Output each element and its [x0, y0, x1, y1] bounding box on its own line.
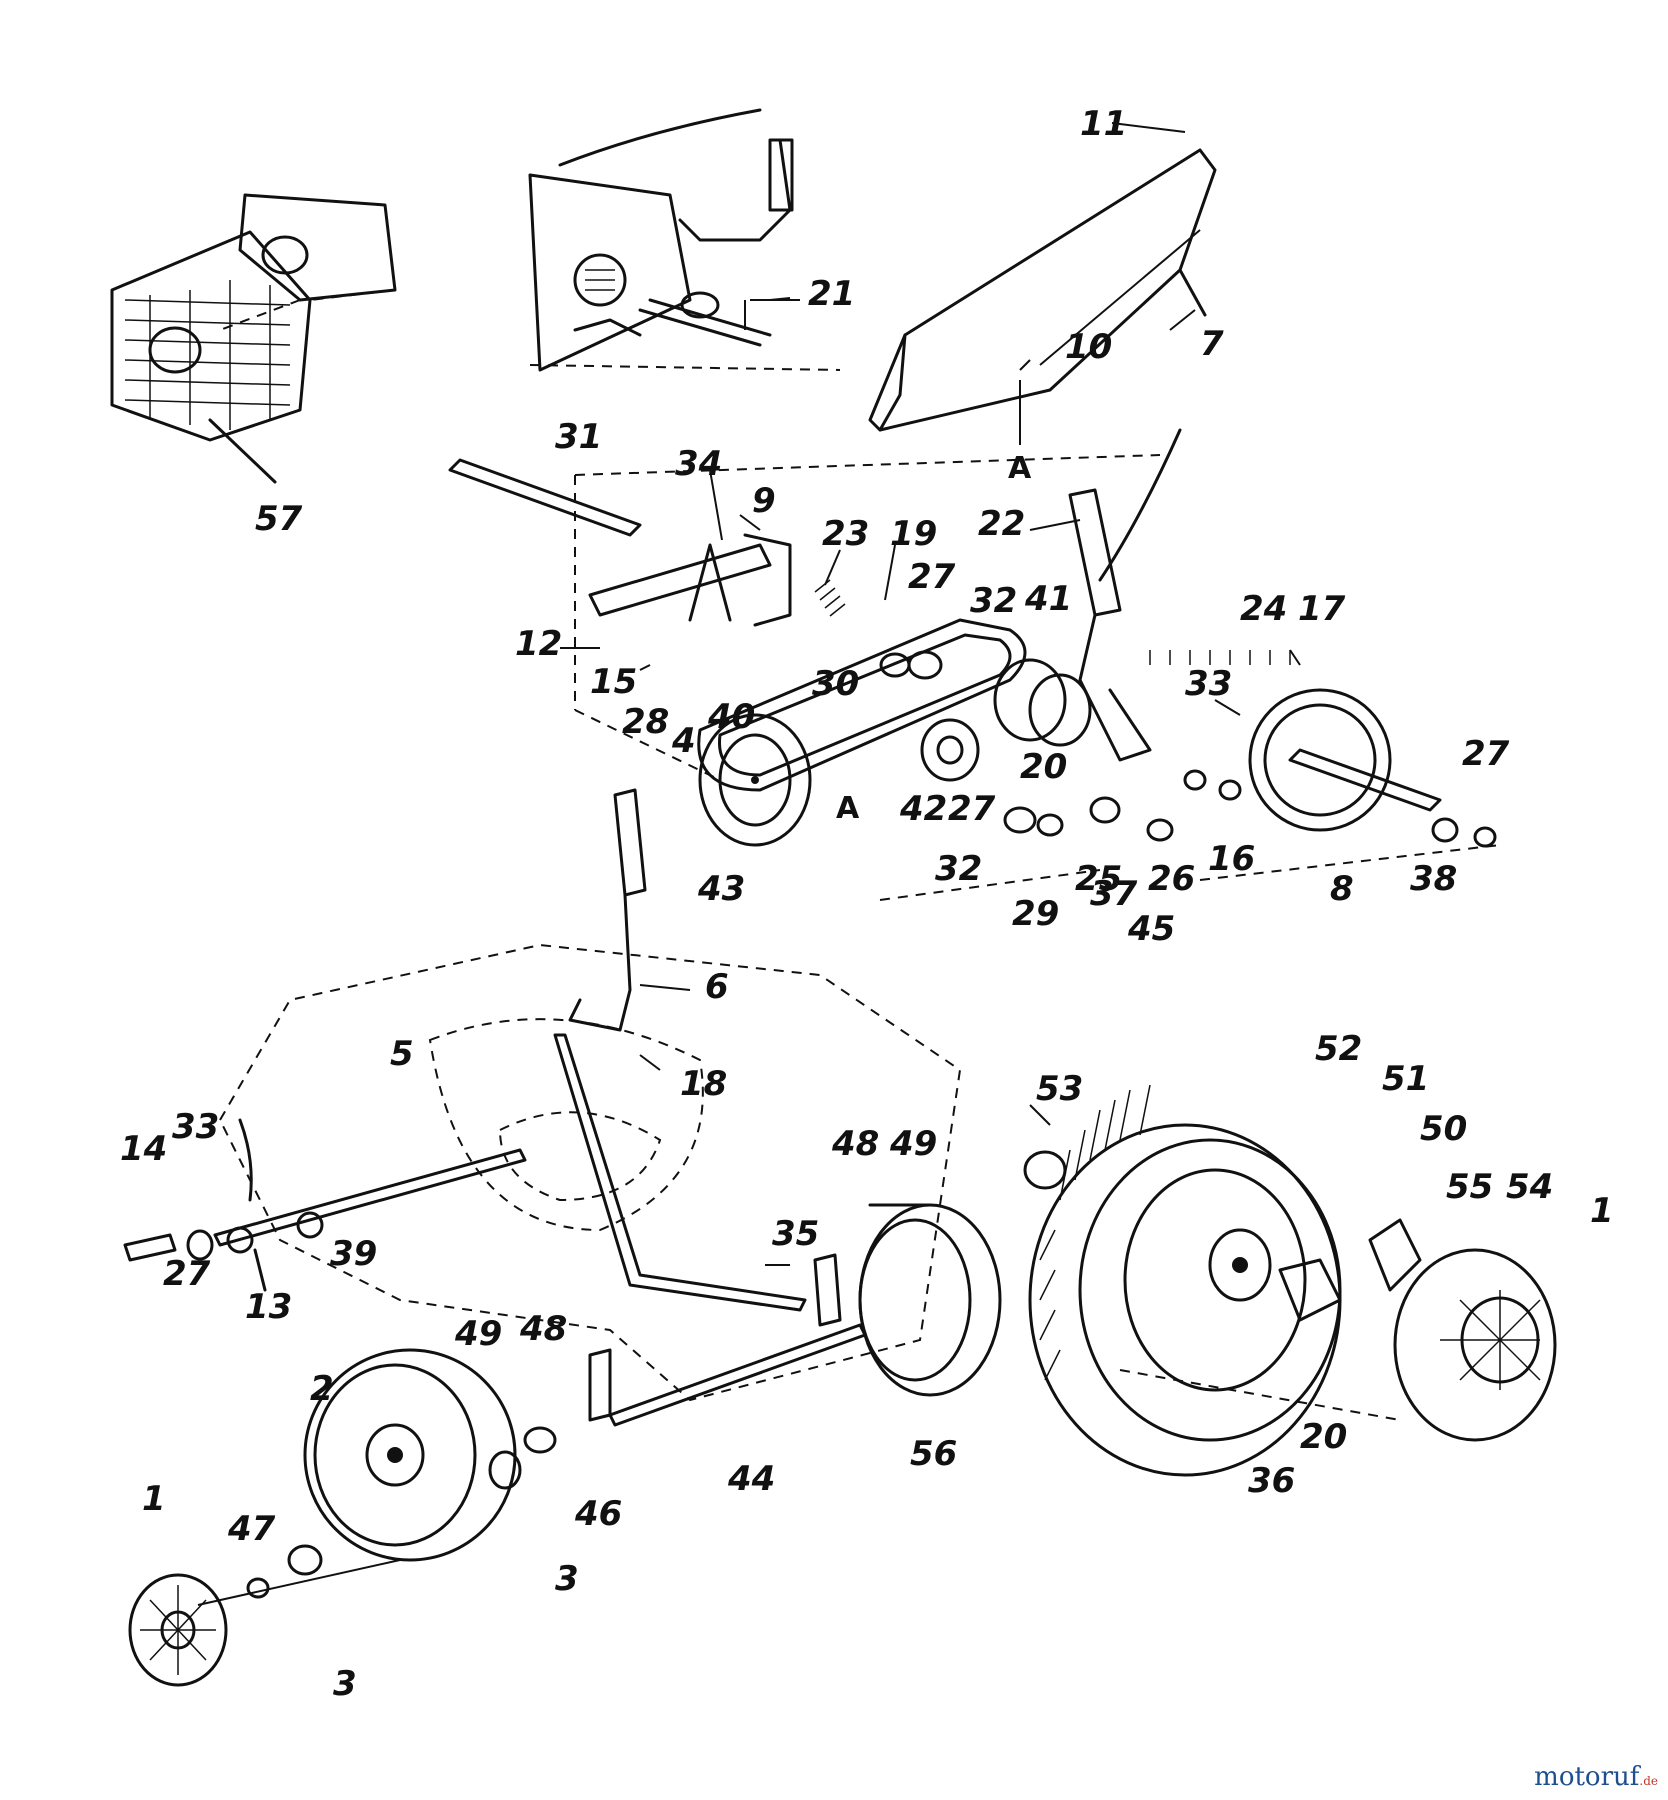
callout-3: 3 — [333, 1664, 357, 1704]
callout-46: 46 — [574, 1494, 622, 1534]
callout-8: 8 — [1330, 869, 1354, 909]
callout-49: 49 — [454, 1314, 502, 1354]
callout-22: 22 — [978, 504, 1025, 544]
front-wheel-drawing — [128, 1348, 557, 1687]
callout-1: 1 — [1590, 1191, 1614, 1231]
callout-50: 50 — [1420, 1109, 1467, 1149]
callout-38: 38 — [1410, 859, 1457, 899]
callout-35: 35 — [772, 1214, 819, 1254]
callout-27: 27 — [1462, 734, 1510, 774]
callout-5: 5 — [390, 1034, 414, 1074]
callout-16: 16 — [1208, 839, 1255, 879]
callout-33: 33 — [1185, 664, 1232, 704]
leader-lines — [560, 122, 1301, 1266]
callout-43: 43 — [697, 869, 745, 909]
callout-55: 55 — [1446, 1167, 1493, 1207]
rear-wheel-drawing — [1023, 1084, 1557, 1477]
callout-44: 44 — [727, 1459, 775, 1499]
callout-40: 40 — [707, 697, 755, 737]
callout-41: 41 — [1024, 579, 1072, 619]
watermark-text: motoruf — [1534, 1762, 1640, 1792]
sprocket-drawing — [1248, 688, 1392, 832]
grass-catcher-drawing — [110, 193, 397, 484]
callout-47: 47 — [227, 1509, 276, 1549]
callout-53: 53 — [1036, 1069, 1083, 1109]
callout-39: 39 — [330, 1234, 377, 1274]
callout-14: 14 — [120, 1129, 167, 1169]
callout-7: 7 — [1200, 324, 1224, 364]
callout-27: 27 — [948, 789, 996, 829]
callout-57: 57 — [255, 499, 303, 539]
callout-27: 27 — [163, 1254, 211, 1294]
ref-mark-a-lower: A — [836, 791, 860, 826]
callout-48: 48 — [831, 1124, 879, 1164]
callout-52: 52 — [1315, 1029, 1362, 1069]
callout-9: 9 — [752, 481, 776, 521]
callout-37: 37 — [1090, 874, 1138, 914]
callout-12: 12 — [515, 624, 562, 664]
callout-48: 48 — [519, 1309, 567, 1349]
callout-11: 11 — [1080, 104, 1127, 144]
callout-21: 21 — [808, 274, 855, 314]
callout-51: 51 — [1382, 1059, 1429, 1099]
callout-28: 28 — [622, 702, 669, 742]
ref-mark-a-upper: A — [1008, 451, 1032, 486]
callout-3: 3 — [555, 1559, 579, 1599]
belt-cover-drawing — [868, 148, 1217, 445]
mower-deck-drawing — [213, 788, 1002, 1427]
callout-1: 1 — [142, 1479, 166, 1519]
rear-axle-left-drawing — [123, 1118, 324, 1292]
callout-49: 49 — [889, 1124, 937, 1164]
callout-26: 26 — [1148, 859, 1195, 899]
callout-6: 6 — [705, 967, 729, 1007]
callout-20: 20 — [1300, 1417, 1347, 1457]
callouts: 1 1 2 3 3 4 5 6 7 8 9 10 11 12 13 14 15 … — [120, 104, 1614, 1704]
callout-13: 13 — [245, 1287, 292, 1327]
watermark-suffix: .de — [1639, 1774, 1658, 1788]
callout-25: 25 — [1075, 859, 1122, 899]
callout-4: 4 — [671, 721, 696, 761]
callout-18: 18 — [680, 1064, 727, 1104]
callout-24: 24 — [1240, 589, 1287, 629]
callout-10: 10 — [1065, 327, 1112, 367]
callout-36: 36 — [1248, 1461, 1295, 1501]
engine-drawing — [528, 108, 841, 372]
callout-32: 32 — [970, 581, 1017, 621]
callout-42: 42 — [899, 789, 947, 829]
callout-23: 23 — [822, 514, 869, 554]
callout-33: 33 — [172, 1107, 219, 1147]
watermark-logo: motoruf.de — [1534, 1762, 1658, 1792]
callout-54: 54 — [1506, 1167, 1553, 1207]
callout-56: 56 — [910, 1434, 957, 1474]
callout-31: 31 — [555, 417, 602, 457]
callout-45: 45 — [1127, 909, 1175, 949]
callout-20: 20 — [1020, 747, 1067, 787]
callout-34: 34 — [675, 444, 722, 484]
callout-2: 2 — [310, 1369, 334, 1409]
callout-29: 29 — [1012, 894, 1059, 934]
callout-27: 27 — [908, 557, 956, 597]
callout-32: 32 — [935, 849, 982, 889]
drive-assembly-drawing — [448, 428, 1501, 901]
callout-17: 17 — [1298, 589, 1346, 629]
callout-15: 15 — [590, 662, 637, 702]
callout-30: 30 — [812, 664, 859, 704]
callout-19: 19 — [890, 514, 937, 554]
